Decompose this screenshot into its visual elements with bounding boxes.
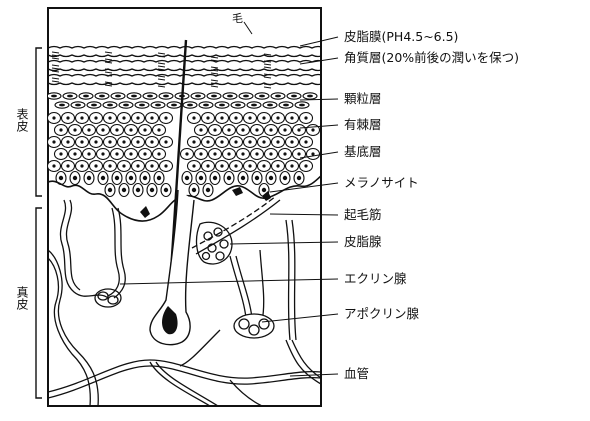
blood-vessel-left — [48, 250, 98, 406]
callout-leader-apocrine-gland — [262, 314, 338, 322]
callout-leader-blood-vessel — [290, 374, 338, 376]
epidermis-bracket — [36, 48, 42, 196]
callout-label-stratum-granulosum: 顆粒層 — [344, 91, 382, 106]
callout-leader-arrector-pili — [270, 214, 338, 215]
callout-label-stratum-spinosum: 有棘層 — [344, 117, 382, 132]
eccrine-gland-illustration — [60, 200, 125, 307]
epidermis-region-label: 表皮 — [15, 108, 29, 133]
hair-leader-line — [244, 22, 252, 34]
hair-label: 毛 — [232, 12, 243, 25]
callout-label-stratum-basale: 基底層 — [344, 144, 382, 159]
skin-illustration — [47, 40, 324, 406]
callout-leader-stratum-granulosum — [300, 99, 338, 100]
callout-label-sebum-film: 皮脂膜(PH4.5~6.5) — [344, 29, 458, 44]
melanocyte-cell — [140, 206, 150, 218]
callout-label-sebaceous-gland: 皮脂腺 — [344, 234, 382, 249]
melanocyte-cell — [232, 187, 243, 196]
dermis-region-label: 真皮 — [15, 286, 29, 311]
callout-label-blood-vessel: 血管 — [344, 366, 369, 381]
callout-leader-sebum-film — [300, 37, 338, 46]
dermis-bracket — [36, 208, 42, 398]
callout-label-apocrine-gland: アポクリン腺 — [344, 306, 420, 321]
epidermis-cells-illustration — [48, 113, 320, 197]
callout-leader-eccrine-gland — [120, 279, 338, 284]
callout-label-stratum-corneum: 角質層(20%前後の潤いを保つ) — [344, 50, 519, 65]
region-brackets — [36, 48, 42, 398]
callout-leader-melanocyte — [270, 183, 338, 192]
callout-label-arrector-pili: 起毛筋 — [344, 207, 382, 222]
callout-label-melanocyte: メラノサイト — [344, 175, 419, 190]
apocrine-gland-illustration — [230, 250, 274, 338]
callout-label-eccrine-gland: エクリン腺 — [344, 271, 407, 286]
